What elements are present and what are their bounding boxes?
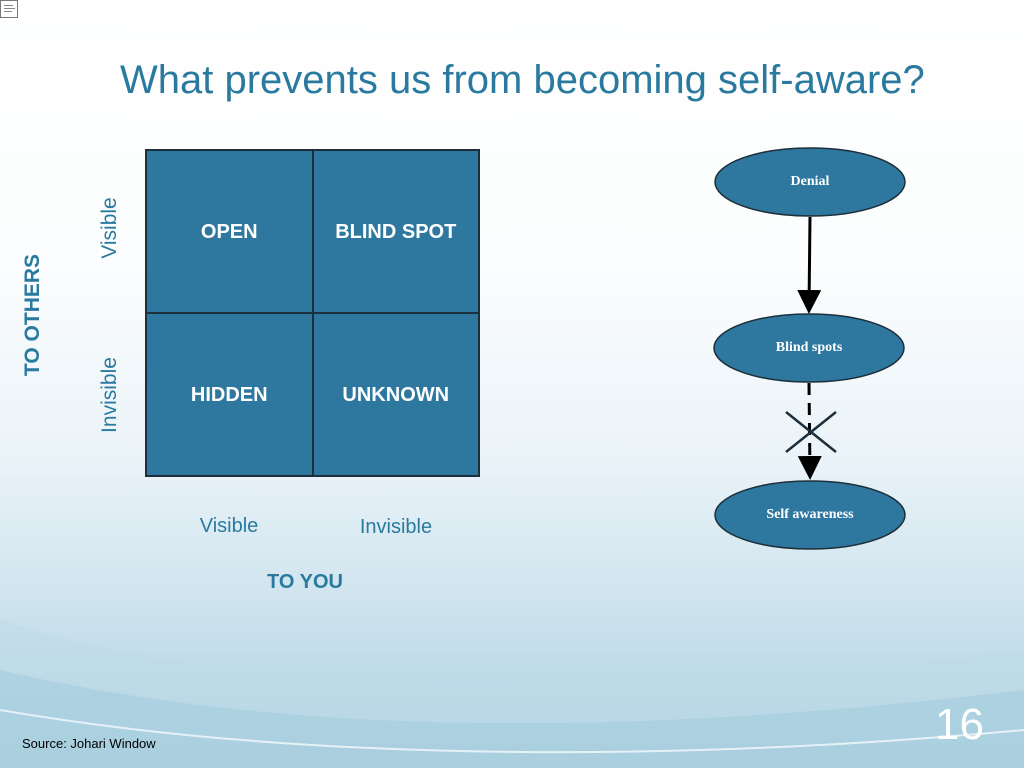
cell-blind-spot: BLIND SPOT	[312, 150, 479, 313]
cell-open: OPEN	[146, 150, 313, 313]
background-wave	[0, 620, 1024, 768]
source-note: Source: Johari Window	[22, 736, 156, 751]
edge-blind-spots-to-self-awareness	[797, 382, 822, 480]
cell-unknown: UNKNOWN	[312, 313, 479, 476]
y-axis-label: TO OTHERS	[21, 253, 44, 377]
x-axis-tick-visible: Visible	[199, 515, 259, 537]
x-axis-label: TO YOU	[267, 571, 343, 593]
node-blind-spots-shape	[713, 313, 905, 383]
node-self-awareness-shape	[714, 480, 906, 550]
x-axis-tick-invisible: Invisible	[359, 516, 433, 538]
node-self-awareness-label: Self awareness	[766, 507, 854, 522]
node-denial-shape	[714, 147, 906, 217]
node-denial-label: Denial	[790, 174, 830, 189]
y-axis-tick-invisible: Invisible	[98, 357, 121, 433]
page-number: 16	[935, 700, 984, 749]
node-blind-spots-label: Blind spots	[775, 340, 843, 355]
johari-window-grid: OPEN BLIND SPOT HIDDEN UNKNOWN	[145, 149, 480, 477]
slide-title: What prevents us from becoming self-awar…	[120, 58, 925, 102]
y-axis-tick-visible: Visible	[98, 197, 121, 259]
cell-hidden: HIDDEN	[146, 313, 313, 476]
slide-thumbnail-icon	[0, 0, 18, 18]
denial-flow-diagram: Denial Blind spots Self awareness	[700, 140, 930, 560]
blocked-cross-icon	[785, 411, 837, 453]
edge-denial-to-blind-spots	[797, 216, 822, 314]
